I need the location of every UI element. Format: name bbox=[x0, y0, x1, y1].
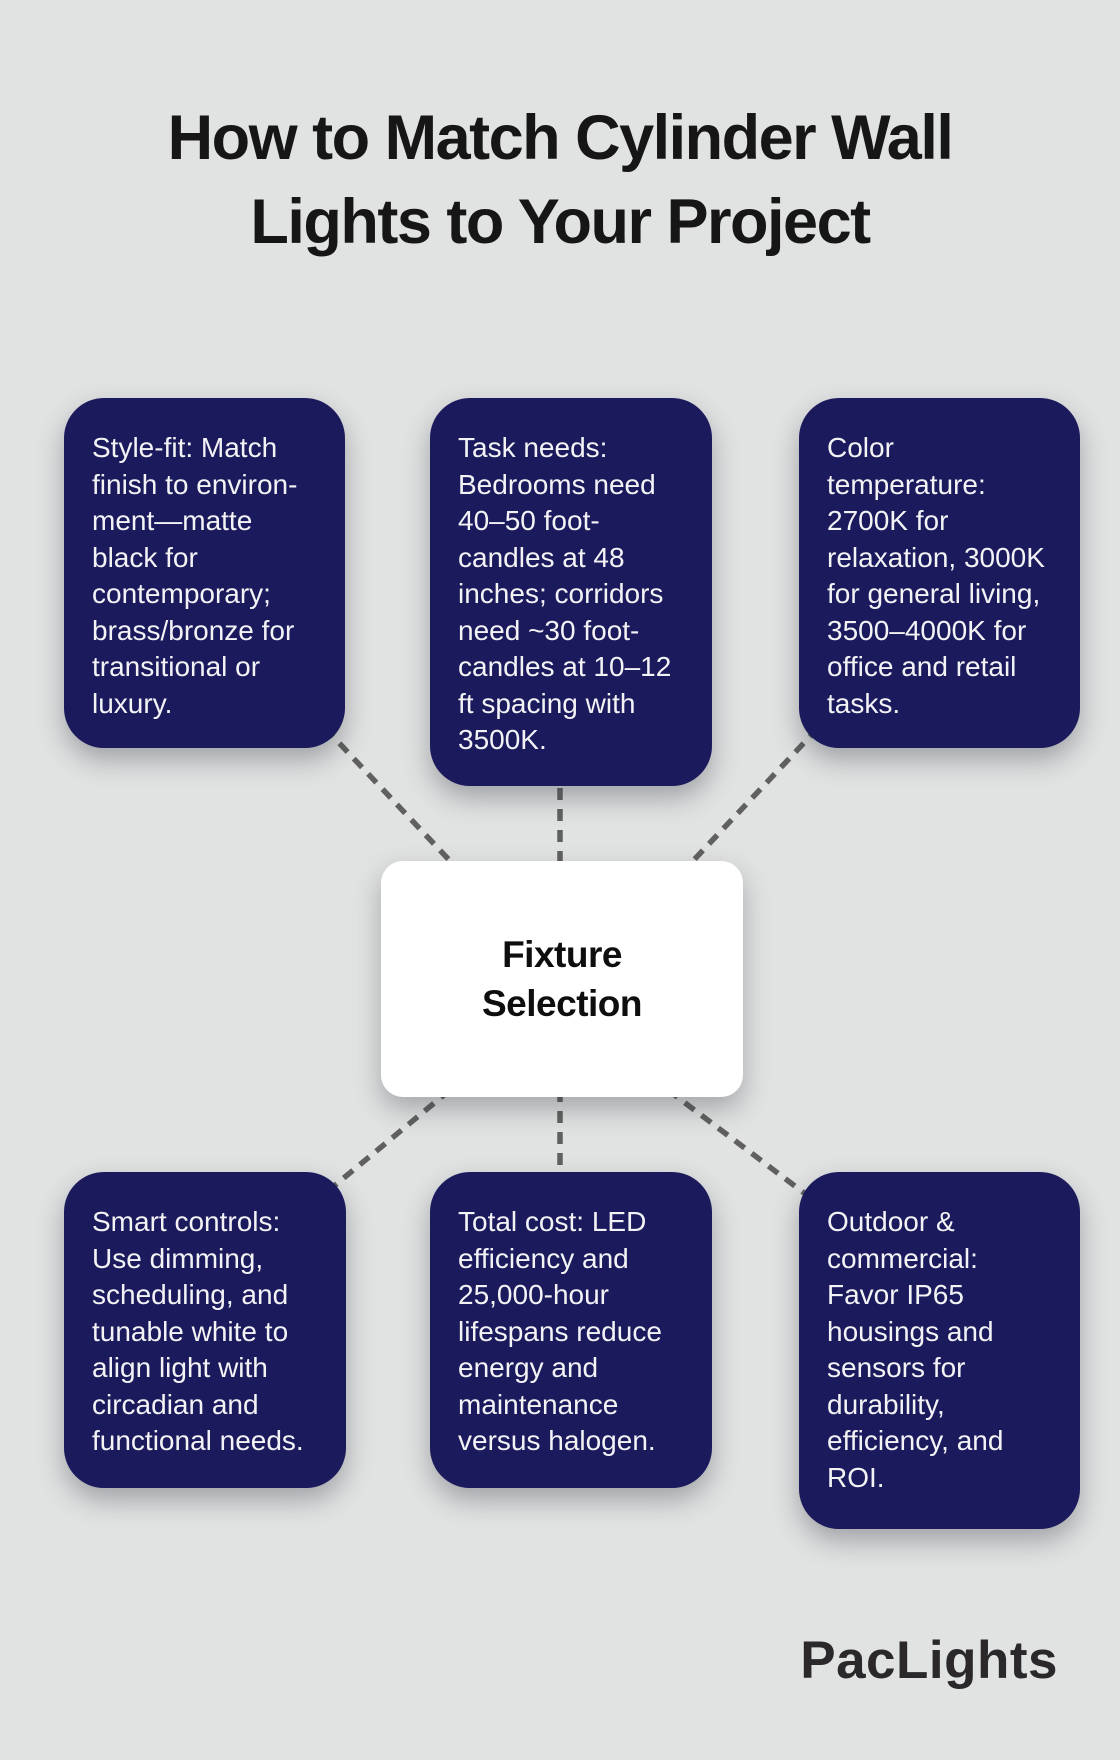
info-card-outdoor-commercial: Outdoor & commercial: Favor IP65 housing… bbox=[799, 1172, 1080, 1529]
info-card-style-fit-text: Style-fit: Match finish to environ- ment… bbox=[92, 432, 298, 719]
info-card-total-cost-text: Total cost: LED efficiency and 25,000-ho… bbox=[458, 1206, 662, 1456]
center-node-fixture-selection: Fixture Selection bbox=[381, 861, 743, 1097]
info-card-color-temperature-text: Color temperature: 2700K for relaxation,… bbox=[827, 432, 1045, 719]
connector-line-top-right bbox=[672, 726, 821, 882]
info-card-outdoor-commercial-text: Outdoor & commercial: Favor IP65 housing… bbox=[827, 1206, 1004, 1493]
center-node-label: Fixture Selection bbox=[482, 934, 643, 1024]
info-card-task-needs-text: Task needs: Bedrooms need 40–50 foot- ca… bbox=[458, 432, 672, 755]
connector-line-bottom-right bbox=[666, 1087, 822, 1208]
paclights-logo: PacLights bbox=[800, 1631, 1058, 1690]
connector-line-bottom-left bbox=[320, 1087, 452, 1199]
info-card-smart-controls-text: Smart controls: Use dimming, scheduling,… bbox=[92, 1206, 304, 1456]
info-card-color-temperature: Color temperature: 2700K for relaxation,… bbox=[799, 398, 1080, 748]
info-card-total-cost: Total cost: LED efficiency and 25,000-ho… bbox=[430, 1172, 712, 1488]
info-card-task-needs: Task needs: Bedrooms need 40–50 foot- ca… bbox=[430, 398, 712, 786]
info-card-smart-controls: Smart controls: Use dimming, scheduling,… bbox=[64, 1172, 346, 1488]
page-title: How to Match Cylinder Wall Lights to You… bbox=[167, 103, 954, 257]
info-card-style-fit: Style-fit: Match finish to environ- ment… bbox=[64, 398, 345, 748]
connector-line-top-left bbox=[322, 726, 471, 882]
